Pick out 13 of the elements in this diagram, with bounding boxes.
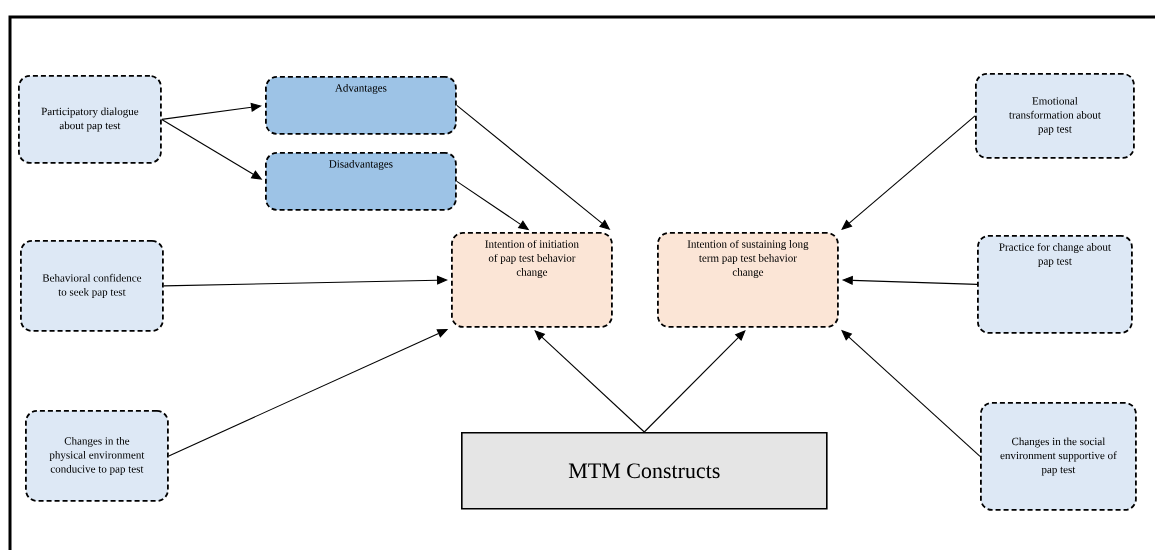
concept-box: Disadvantages — [265, 152, 457, 211]
concept-box: Participatory dialogue about pap test — [18, 75, 162, 164]
constructs-box: MTM Constructs — [461, 432, 828, 510]
concept-box: Behavioral confidence to seek pap test — [20, 240, 164, 332]
concept-box: Changes in the physical environment conducive to pap test — [25, 410, 169, 502]
concept-box: Advantages — [265, 76, 457, 135]
concept-box: Intention of sustaining long term pap test behavior change — [657, 232, 839, 328]
concept-box: Emotional transformation about pap test — [975, 73, 1135, 159]
concept-box: Practice for change about pap test — [977, 235, 1133, 334]
arrow — [161, 102, 262, 120]
arrow — [163, 275, 448, 287]
concept-box: Changes in the social environment supportive of pap test — [980, 402, 1137, 511]
concept-box: Intention of initiation of pap test behavior change — [451, 232, 613, 328]
